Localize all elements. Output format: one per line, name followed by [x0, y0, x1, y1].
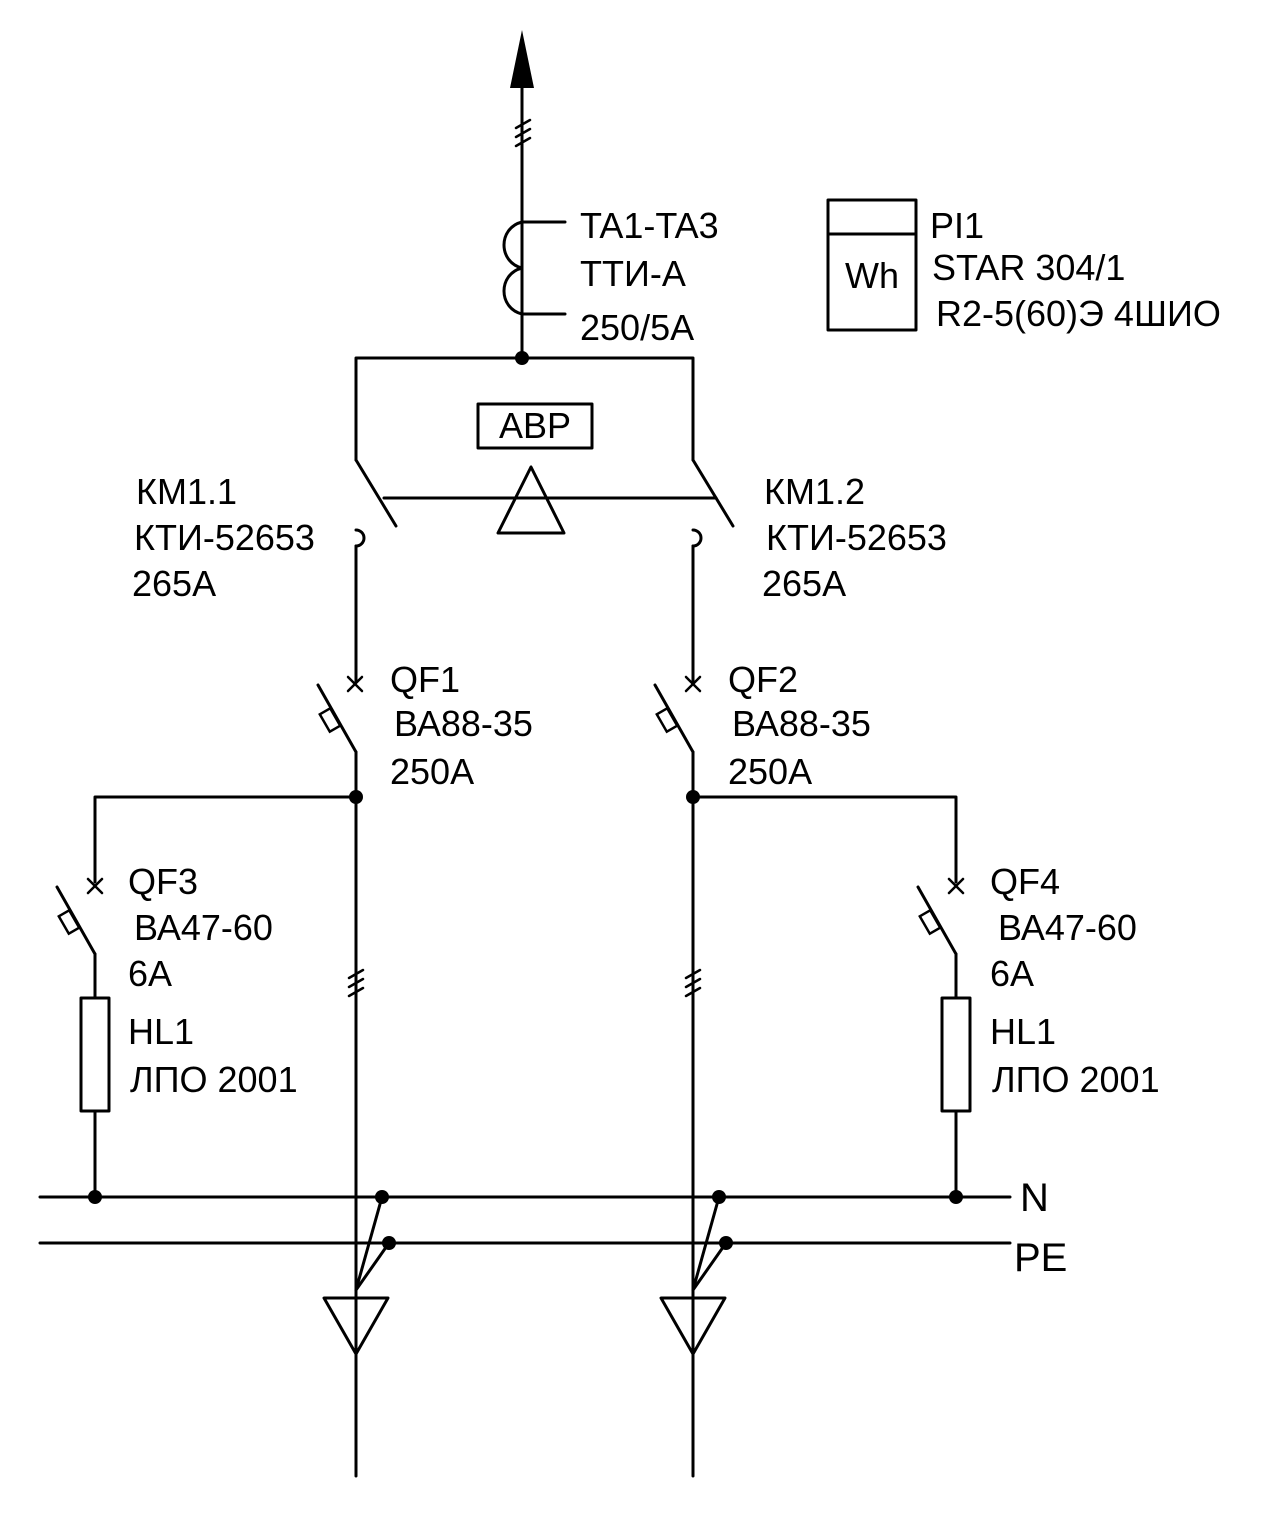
- left-pe-conductor: [354, 1241, 391, 1292]
- km1-designation: КМ1.1: [136, 471, 237, 512]
- qf1-breaker: [316, 675, 364, 799]
- qf4-type: ВА47-60: [998, 907, 1137, 948]
- right-pe-conductor: [691, 1241, 728, 1292]
- right-three-phase-tick: [684, 968, 702, 998]
- n-junction-right-lamp: [949, 1190, 963, 1204]
- ct-designation: TA1-TA3: [580, 205, 719, 246]
- energy-meter-symbol: Wh: [845, 255, 899, 296]
- energy-meter-box: [826, 198, 918, 332]
- qf4-breaker: [916, 877, 965, 1000]
- left-lamp-symbol: [79, 996, 111, 1113]
- ct-ratio: 250/5A: [580, 307, 694, 348]
- right-lamp-type: ЛПО 2001: [992, 1059, 1160, 1100]
- qf2-breaker: [653, 675, 702, 799]
- qf2-current: 250А: [728, 751, 812, 792]
- km1-contact-arc: [354, 528, 366, 548]
- right-n-conductor: [691, 1195, 721, 1292]
- qf3-breaker: [55, 877, 104, 1000]
- meter-designation: PI1: [930, 205, 984, 246]
- pe-bus-label: PE: [1014, 1236, 1067, 1280]
- current-transformer-symbol: [502, 220, 524, 316]
- split-junction: [515, 351, 529, 365]
- incoming-arrow: [510, 30, 534, 88]
- right-lamp-branch-line: [691, 795, 958, 884]
- interlock-triangle: [496, 465, 566, 535]
- incoming-three-phase-tick: [514, 118, 532, 148]
- qf2-designation: QF2: [728, 659, 798, 700]
- qf4-designation: QF4: [990, 861, 1060, 902]
- km2-contact-blade: [691, 458, 735, 528]
- qf1-type: ВА88-35: [394, 703, 533, 744]
- avr-label: АВР: [499, 405, 571, 446]
- qf2-type: ВА88-35: [732, 703, 871, 744]
- km2-contact-arc: [691, 528, 703, 548]
- qf1-designation: QF1: [390, 659, 460, 700]
- right-lamp-designation: HL1: [990, 1011, 1056, 1052]
- qf3-current: 6А: [128, 953, 172, 994]
- qf3-designation: QF3: [128, 861, 198, 902]
- left-three-phase-tick: [347, 968, 365, 998]
- left-lamp-type: ЛПО 2001: [130, 1059, 298, 1100]
- left-outgoing-arrow: [322, 1296, 390, 1356]
- km2-type: КТИ-52653: [766, 517, 947, 558]
- km1-contact-blade: [354, 458, 398, 528]
- km1-current: 265А: [132, 563, 216, 604]
- left-lamp-designation: HL1: [128, 1011, 194, 1052]
- meter-spec: R2-5(60)Э 4ШИО: [936, 293, 1221, 334]
- qf4-current: 6А: [990, 953, 1034, 994]
- km2-designation: КМ1.2: [764, 471, 865, 512]
- left-n-conductor: [354, 1195, 384, 1292]
- qf1-current: 250А: [390, 751, 474, 792]
- right-outgoing-arrow: [659, 1296, 727, 1356]
- n-junction-left-lamp: [88, 1190, 102, 1204]
- meter-model: STAR 304/1: [932, 247, 1125, 288]
- right-lamp-symbol: [940, 996, 972, 1113]
- ct-type: ТТИ-А: [580, 253, 686, 294]
- left-lamp-branch-line: [93, 795, 358, 884]
- qf3-type: ВА47-60: [134, 907, 273, 948]
- n-bus-label: N: [1020, 1176, 1049, 1220]
- km2-current: 265А: [762, 563, 846, 604]
- km1-type: КТИ-52653: [134, 517, 315, 558]
- avr-box: [476, 402, 594, 450]
